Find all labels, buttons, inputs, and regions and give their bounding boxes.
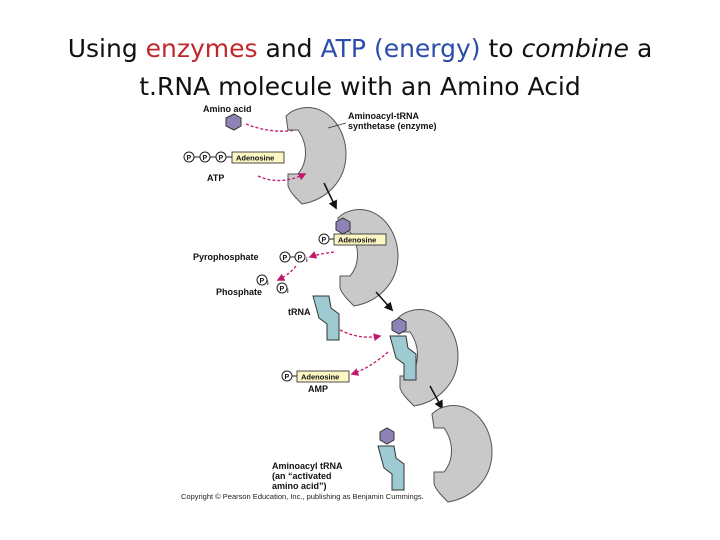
trna-bound [389,335,417,381]
adenosine-label-1: Adenosine [236,154,274,163]
svg-text:P: P [283,255,288,262]
amp-label: AMP [308,384,328,394]
svg-text:P: P [260,278,265,285]
product-label-line-1: Aminoacyl tRNA [272,461,343,471]
svg-text:i: i [267,281,269,287]
enzyme-1 [285,107,347,205]
stage-2: P Adenosine Pyrophosphate P P i P i P i … [193,209,399,307]
svg-text:P: P [322,237,327,244]
svg-text:P: P [203,155,208,162]
phosphate-split-arrow [276,265,297,281]
amino-acid-label: Amino acid [203,104,252,114]
bound-amino-acid-icon-2 [391,317,407,335]
enzyme-label-line-2: synthetase (enzyme) [348,121,437,131]
svg-text:P: P [285,374,290,381]
product-amino-acid-icon [379,427,395,445]
title-line-1: Using enzymes and ATP (energy) to combin… [67,34,653,63]
enzyme-4 [431,405,493,503]
amino-acid-icon [225,113,242,131]
phosphate-label: Phosphate [216,287,262,297]
svg-text:i: i [287,289,289,295]
title-atp: ATP (energy) [320,34,481,63]
svg-text:P: P [187,155,192,162]
step-arrow-2 [375,291,394,312]
stage-3: tRNA P Adenosine AMP [281,295,459,407]
pyrophosphate-arrow [308,251,335,259]
svg-text:P: P [280,286,285,293]
amp-arrow [350,351,389,376]
copyright-notice: Copyright © Pearson Education, Inc., pub… [181,492,424,501]
bound-amino-acid-icon-1 [335,217,351,235]
pyrophosphate-label: Pyrophosphate [193,252,259,262]
atp-label: ATP [207,173,224,183]
enzyme-label-leader [327,122,347,129]
step-arrow-3 [429,385,443,410]
step-arrow-1 [323,182,337,210]
title-combine: combine [521,34,629,63]
svg-text:P: P [298,255,303,262]
adenosine-label-3: Adenosine [301,373,339,382]
stage-4: Aminoacyl tRNA (an “activated amino acid… [272,405,493,503]
title-line-2: t.RNA molecule with an Amino Acid [139,72,581,101]
trna-arrow [339,329,382,342]
product-label-line-3: amino acid”) [272,481,327,491]
adenosine-label-2: Adenosine [338,236,376,245]
product-trna [377,445,405,491]
atp-molecule: P P P Adenosine [183,151,285,164]
slide-title: Using enzymes and ATP (energy) to combin… [0,30,720,106]
product-label-line-2: (an “activated [272,471,332,481]
enzyme-label-line-1: Aminoacyl-tRNA [348,111,420,121]
title-enzymes: enzymes [145,34,258,63]
trna-free [312,295,340,341]
svg-text:i: i [306,258,308,264]
stage-1: Amino acid Aminoacyl-tRNA synthetase (en… [183,104,437,205]
svg-text:P: P [219,155,224,162]
trna-label: tRNA [288,307,311,317]
